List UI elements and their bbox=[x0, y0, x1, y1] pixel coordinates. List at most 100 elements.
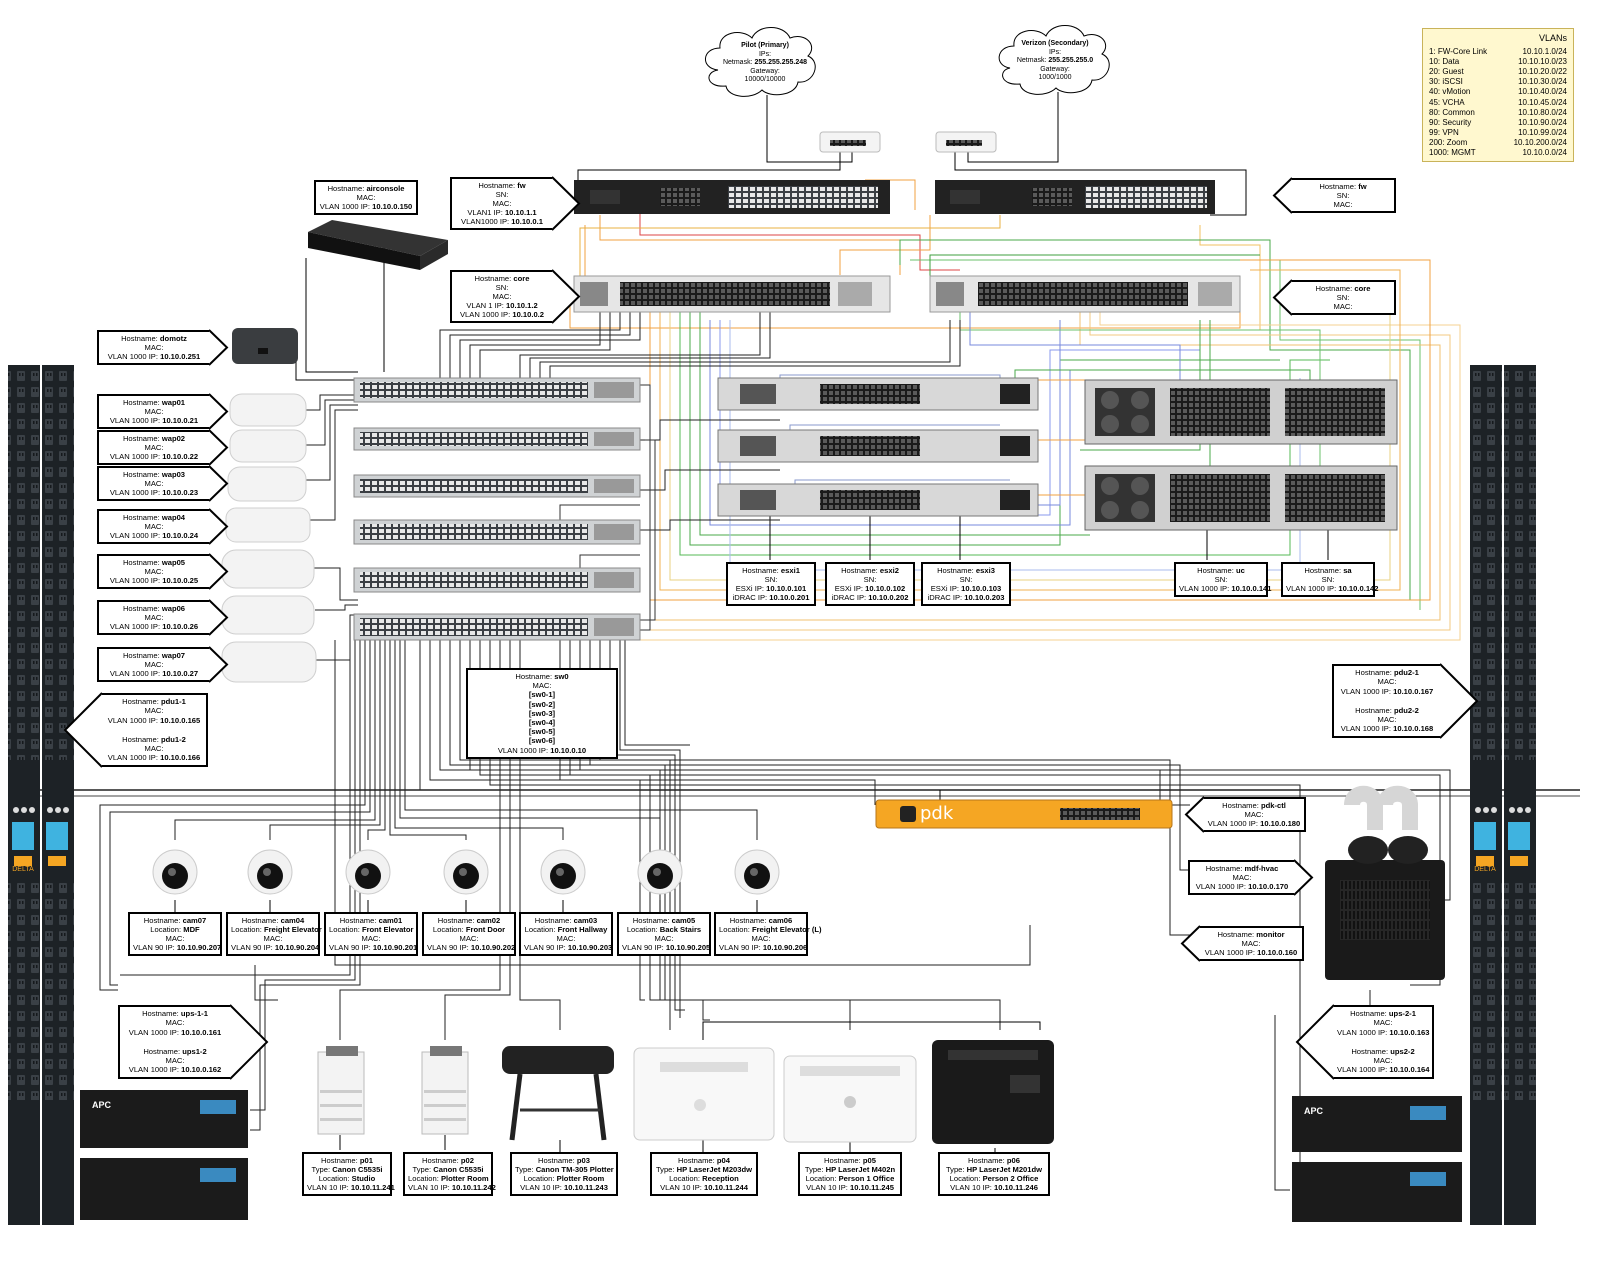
modem-secondary bbox=[935, 131, 997, 153]
wap07-label: Hostname: wap07 MAC: VLAN 1000 IP: 10.10… bbox=[97, 646, 229, 683]
vlan-name: 200: Zoom bbox=[1429, 137, 1468, 147]
label-pointer-shape bbox=[208, 465, 229, 502]
vlan-name: 1000: MGMT bbox=[1429, 148, 1476, 158]
mac-label: MAC: bbox=[459, 934, 479, 943]
mdf-hvac-hostname: mdf-hvac bbox=[1244, 864, 1279, 873]
cloud-secondary-netmask-label: Netmask: bbox=[1016, 57, 1047, 64]
printer-type: HP LaserJet M201dw bbox=[966, 1165, 1043, 1174]
ups-1-1-hostname: ups-1-1 bbox=[180, 1009, 208, 1018]
p04-label: Hostname: p04 Type: HP LaserJet M203dw L… bbox=[650, 1152, 758, 1196]
ups2-2-hostname: ups2-2 bbox=[1390, 1046, 1415, 1056]
cloud-primary-netmask-label: Netmask: bbox=[722, 59, 753, 66]
mac-label: MAC: bbox=[144, 706, 164, 716]
cam-ip: 10.10.90.205 bbox=[665, 943, 711, 952]
label-pointer-shape bbox=[1180, 925, 1201, 962]
mac-label: MAC: bbox=[144, 407, 164, 416]
pdk-ctl-label: Hostname: pdk-ctl MAC: VLAN 1000 IP: 10.… bbox=[1184, 796, 1306, 833]
sn-label: SN: bbox=[1336, 293, 1350, 302]
monitor-label: Hostname: monitor MAC: VLAN 1000 IP: 10.… bbox=[1180, 925, 1304, 962]
monitor-hostname: monitor bbox=[1256, 930, 1285, 939]
label-pointer-shape bbox=[1272, 279, 1293, 316]
sa-hostname: sa bbox=[1343, 566, 1352, 575]
label-pointer bbox=[229, 1004, 269, 1080]
mac-label: MAC: bbox=[1377, 715, 1397, 725]
printer-ip: 10.10.11.243 bbox=[564, 1183, 608, 1192]
wap03-label: Hostname: wap03 MAC: VLAN 1000 IP: 10.10… bbox=[97, 465, 229, 502]
sn-label: SN: bbox=[959, 575, 973, 584]
ups-left bbox=[80, 1090, 248, 1220]
mac-label: MAC: bbox=[144, 660, 164, 669]
vlan-name: 90: Security bbox=[1429, 117, 1472, 127]
mac-label: MAC: bbox=[144, 522, 164, 531]
cam05-label: Hostname: cam05 Location: Back Stairs MA… bbox=[617, 912, 711, 956]
label-pointer bbox=[208, 465, 229, 502]
cam-ip: 10.10.90.201 bbox=[372, 943, 418, 952]
esxi-servers bbox=[717, 377, 1039, 517]
mac-label: MAC: bbox=[492, 292, 512, 301]
sa-label: Hostname: sa SN: VLAN 1000 IP: 10.10.0.1… bbox=[1281, 562, 1379, 597]
printers bbox=[317, 1040, 1054, 1144]
label-pointer-shape bbox=[1293, 859, 1314, 896]
vlan-name: 80: Common bbox=[1429, 107, 1475, 117]
mac-label: MAC: bbox=[1232, 873, 1252, 882]
p01-label: Hostname: p01 Type: Canon C5535i Locatio… bbox=[302, 1152, 395, 1196]
core-switch-2 bbox=[929, 275, 1241, 313]
vlan-net: 10.10.1.0/24 bbox=[1522, 47, 1567, 57]
mac-label: MAC: bbox=[1373, 1056, 1393, 1066]
cam-hostname: cam07 bbox=[182, 916, 207, 925]
label-pointer-shape bbox=[208, 393, 229, 430]
core1-vlan1-ip: 10.10.1.2 bbox=[506, 301, 538, 310]
pdu-right bbox=[1470, 365, 1536, 1225]
vlan-net: 10.10.45.0/24 bbox=[1518, 97, 1567, 107]
pdu2-1-hostname: pdu2-1 bbox=[1393, 668, 1419, 677]
cam-ip: 10.10.90.203 bbox=[567, 943, 613, 952]
cam-location: Freight Elevator (L) bbox=[751, 925, 822, 934]
sw0-member: [sw0-2] bbox=[528, 699, 556, 709]
sw0-member: [sw0-3] bbox=[528, 708, 556, 718]
cam-hostname: cam04 bbox=[280, 916, 305, 925]
hvac-unit bbox=[1325, 785, 1445, 980]
printer-type: HP LaserJet M203dw bbox=[676, 1165, 753, 1174]
ups-1-1-ip: 10.10.0.161 bbox=[181, 1027, 222, 1037]
cam-hostname: cam03 bbox=[573, 916, 598, 925]
esxi-ip: 10.10.0.102 bbox=[865, 584, 906, 593]
airconsole-ip: 10.10.0.150 bbox=[372, 202, 413, 211]
uc-hostname: uc bbox=[1235, 566, 1245, 575]
mac-label: MAC: bbox=[1241, 939, 1261, 948]
cam-hostname: cam06 bbox=[768, 916, 793, 925]
sw0-label: Hostname: sw0 MAC: [sw0-1] [sw0-2] [sw0-… bbox=[466, 668, 618, 759]
ups2-2-ip: 10.10.0.164 bbox=[1389, 1065, 1430, 1075]
pdu2-1-ip: 10.10.0.167 bbox=[1393, 686, 1434, 696]
cam01-label: Hostname: cam01 Location: Front Elevator… bbox=[324, 912, 418, 956]
cam-hostname: cam05 bbox=[671, 916, 696, 925]
cam-ip: 10.10.90.204 bbox=[274, 943, 320, 952]
pdu1-1-ip: 10.10.0.165 bbox=[160, 715, 201, 725]
mac-label: MAC: bbox=[165, 1018, 185, 1028]
mac-label: MAC: bbox=[1333, 200, 1353, 209]
cam-ip: 10.10.90.207 bbox=[176, 943, 222, 952]
vlan-net: 10.10.10.0/23 bbox=[1518, 57, 1567, 67]
pdu2-label: Hostname: pdu2-1 MAC: VLAN 1000 IP: 10.1… bbox=[1332, 663, 1479, 739]
pdk-logo-text: pdk bbox=[920, 803, 954, 824]
sw0-member: [sw0-1] bbox=[528, 690, 556, 700]
wap-ip: 10.10.0.23 bbox=[162, 488, 199, 497]
mac-label: MAC: bbox=[1373, 1018, 1393, 1028]
label-pointer-shape bbox=[1184, 796, 1205, 833]
ups-right bbox=[1292, 1096, 1462, 1222]
vlan-name: 30: iSCSI bbox=[1429, 77, 1463, 87]
esxi-hostname: esxi2 bbox=[879, 566, 899, 575]
cloud-secondary-gateway-label: Gateway: bbox=[1040, 65, 1070, 73]
internet-cloud-secondary bbox=[998, 25, 1110, 95]
label-pointer bbox=[208, 329, 229, 366]
pdk-ctl-hostname: pdk-ctl bbox=[1260, 801, 1286, 810]
printer-type: Canon TM-305 Plotter bbox=[535, 1165, 614, 1174]
fw2-hostname: fw bbox=[1358, 182, 1367, 191]
esxi-ip: 10.10.0.101 bbox=[766, 584, 807, 593]
label-pointer bbox=[208, 646, 229, 683]
cam-hostname: cam01 bbox=[378, 916, 403, 925]
fw2-label: Hostname: fw SN: MAC: bbox=[1272, 177, 1396, 214]
